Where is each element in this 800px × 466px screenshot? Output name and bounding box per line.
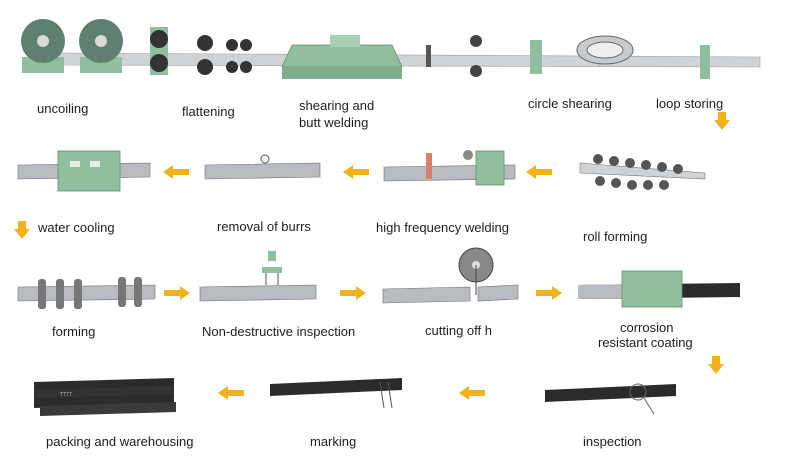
- arrow-left-r4-2: [459, 386, 485, 400]
- row2-illustration: [17, 150, 706, 192]
- row1-illustration: [21, 19, 761, 79]
- label-removal-of-burrs: removal of burrs: [217, 219, 311, 234]
- label-ndt: Non-destructive inspection: [202, 324, 356, 339]
- flattening-rollers: [150, 27, 252, 75]
- arrow-left-r2-3: [526, 165, 552, 179]
- arrow-left-r2-1: [163, 165, 189, 179]
- welding-bed: [281, 35, 403, 79]
- arrow-down-right-2: [708, 356, 724, 374]
- label-roll-forming: roll forming: [583, 229, 648, 244]
- row3-illustration: [17, 247, 740, 309]
- svg-text:TTTT: TTTT: [60, 392, 72, 398]
- label-uncoiling: uncoiling: [37, 101, 89, 116]
- arrow-right-r3-3: [536, 286, 562, 300]
- label-shearing-line2: butt welding: [299, 115, 369, 130]
- label-inspection: inspection: [583, 434, 642, 449]
- uncoil-coils: [21, 19, 123, 73]
- pipe-bundle: TTTT: [34, 378, 176, 416]
- label-forming: forming: [52, 324, 96, 339]
- label-water-cooling: water cooling: [38, 220, 115, 235]
- loop-coil: [576, 35, 634, 65]
- arrow-right-r3-2: [340, 286, 366, 300]
- label-cutting-off: cutting off h: [425, 323, 492, 338]
- arrow-down-left: [14, 221, 30, 239]
- row4-illustration: TTTT: [34, 378, 676, 416]
- label-coating-line2: resistant coating: [598, 335, 693, 350]
- label-loop-storing: loop storing: [656, 96, 724, 111]
- label-marking: marking: [310, 434, 357, 449]
- label-packing: packing and warehousing: [46, 434, 194, 449]
- arrow-left-r2-2: [343, 165, 369, 179]
- arrow-left-r4-1: [218, 386, 244, 400]
- arrow-down-right-1: [714, 112, 730, 130]
- label-flattening: flattening: [182, 104, 235, 119]
- label-shearing-line1: shearing and: [299, 98, 375, 113]
- label-coating-line1: corrosion: [620, 320, 674, 335]
- label-hf-welding: high frequency welding: [376, 220, 509, 235]
- label-circle-shearing: circle shearing: [528, 96, 612, 111]
- arrow-right-r3-1: [164, 286, 190, 300]
